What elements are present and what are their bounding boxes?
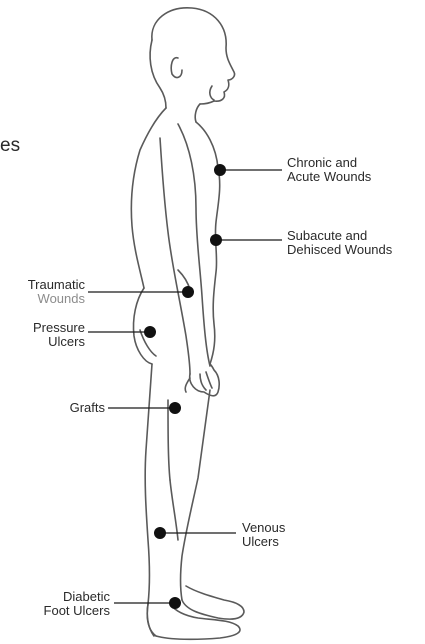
marker-traumatic [182,286,194,298]
jaw [195,104,200,122]
head-outline [152,8,235,104]
front-foot [182,586,244,619]
label-line: Foot Ulcers [44,604,110,618]
back-torso [131,108,166,288]
label-line: Traumatic [28,278,85,292]
marker-pressure [144,326,156,338]
back-leg [145,364,156,636]
heel [147,604,154,636]
label-line: Chronic and [287,156,371,170]
hand [190,364,220,396]
label-line: Dehisced Wounds [287,243,392,257]
thumb [185,378,190,392]
label-line: Subacute and [287,229,392,243]
label-grafts: Grafts [70,401,105,415]
label-subacute-dehisced-wounds: Subacute and Dehisced Wounds [287,229,392,257]
label-traumatic-wounds: Traumatic Wounds [28,278,85,306]
label-line: Pressure [33,321,85,335]
label-pressure-ulcers: Pressure Ulcers [33,321,85,349]
front-leg [181,390,211,600]
marker-subacute-dehisced [210,234,222,246]
knee-line [170,480,178,540]
marker-diabetic [169,597,181,609]
ear [171,58,182,78]
label-line: Ulcers [242,535,285,549]
label-line: Ulcers [33,335,85,349]
back-foot [156,604,240,639]
finger-2 [206,372,212,388]
label-line: Grafts [70,401,105,415]
back-of-head [150,40,166,108]
neck-detail [210,86,214,100]
label-line: Diabetic [44,590,110,604]
finger-1 [200,374,206,390]
label-line: Venous [242,521,285,535]
marker-venous [154,527,166,539]
label-line: Acute Wounds [287,170,371,184]
label-line: Wounds [28,292,85,306]
label-chronic-acute-wounds: Chronic and Acute Wounds [287,156,371,184]
buttocks [133,288,152,364]
marker-chronic-acute [214,164,226,176]
label-diabetic-foot-ulcers: Diabetic Foot Ulcers [44,590,110,618]
inner-leg [168,400,170,480]
marker-grafts [169,402,181,414]
arm-front [178,124,210,366]
arm-back [160,138,190,374]
label-venous-ulcers: Venous Ulcers [242,521,285,549]
body-outline [131,8,244,640]
